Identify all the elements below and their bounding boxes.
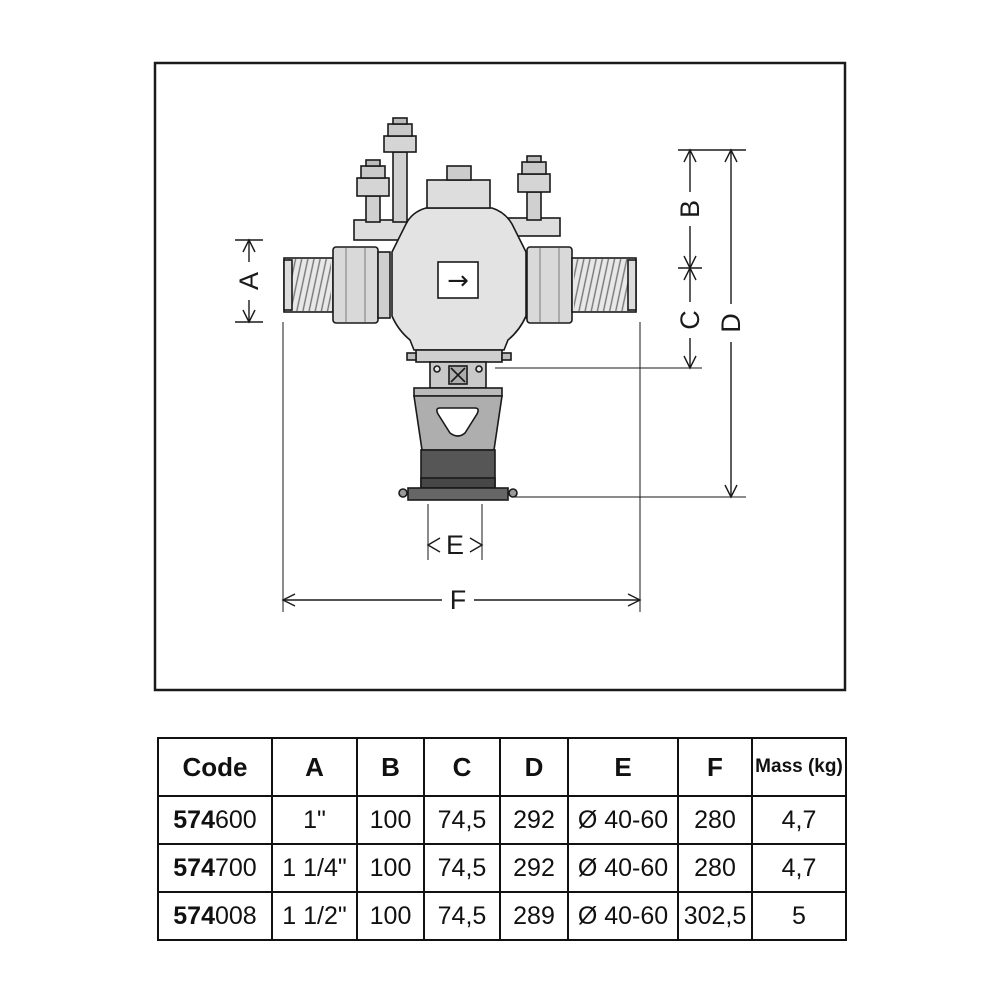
- dimension-C-line: [683, 266, 697, 370]
- cell-a: 1 1/2": [271, 891, 358, 941]
- flow-direction-arrow-icon: →: [447, 266, 469, 296]
- dimension-A-line: [235, 238, 263, 324]
- cell-f: 302,5: [677, 891, 753, 941]
- test-cock-tall-icon: [383, 117, 417, 223]
- left-threaded-connection-icon: [283, 257, 334, 313]
- cell-mass: 4,7: [751, 843, 847, 893]
- cell-a: 1": [271, 795, 358, 845]
- discharge-flange: [406, 349, 512, 363]
- dimension-A-label: A: [234, 272, 264, 290]
- dimension-E-line: [426, 504, 484, 560]
- cell-code: 574008: [157, 891, 273, 941]
- dimension-D-label: D: [716, 313, 746, 333]
- col-header-c: C: [423, 737, 501, 797]
- col-header-f: F: [677, 737, 753, 797]
- dimension-E-label: E: [446, 530, 464, 560]
- dimension-lines: [235, 148, 746, 612]
- code-prefix: 574: [173, 853, 215, 882]
- code-suffix: 008: [215, 901, 257, 930]
- right-threaded-connection-icon: [571, 257, 637, 313]
- cell-d: 289: [499, 891, 569, 941]
- mounting-bracket: [429, 361, 487, 389]
- valve-body: [391, 165, 527, 351]
- cell-d: 292: [499, 795, 569, 845]
- cell-c: 74,5: [423, 891, 501, 941]
- cell-d: 292: [499, 843, 569, 893]
- table-row: 574700 1 1/4" 100 74,5 292 Ø 40-60 280 4…: [157, 843, 847, 893]
- left-union-nut-icon: [332, 246, 391, 324]
- dimension-D-line: [724, 148, 738, 499]
- cell-b: 100: [356, 843, 425, 893]
- specification-table: Code A B C D E F Mass (kg) 574600 1" 100…: [157, 737, 847, 941]
- cell-b: 100: [356, 891, 425, 941]
- col-header-a: A: [271, 737, 358, 797]
- dimension-B-label: B: [675, 200, 705, 218]
- table-row: 574008 1 1/2" 100 74,5 289 Ø 40-60 302,5…: [157, 891, 847, 941]
- test-cock-left-icon: [356, 159, 390, 223]
- col-header-d: D: [499, 737, 569, 797]
- drawing-frame: [153, 61, 847, 692]
- col-header-code: Code: [157, 737, 273, 797]
- cell-c: 74,5: [423, 795, 501, 845]
- cell-mass: 5: [751, 891, 847, 941]
- cell-code: 574700: [157, 843, 273, 893]
- flow-direction-box: [437, 261, 479, 299]
- cell-e: Ø 40-60: [567, 891, 679, 941]
- col-header-b: B: [356, 737, 425, 797]
- code-suffix: 600: [215, 805, 257, 834]
- code-prefix: 574: [173, 901, 215, 930]
- dimension-C-label: C: [675, 310, 705, 330]
- dimension-F-line: [281, 322, 642, 612]
- table-row: 574600 1" 100 74,5 292 Ø 40-60 280 4,7: [157, 795, 847, 845]
- backflow-preventer-valve: [283, 117, 637, 501]
- col-header-mass: Mass (kg): [751, 737, 847, 797]
- cell-mass: 4,7: [751, 795, 847, 845]
- cell-e: Ø 40-60: [567, 843, 679, 893]
- bonnet: [426, 179, 491, 209]
- test-cock-right-icon: [517, 155, 551, 221]
- cell-c: 74,5: [423, 843, 501, 893]
- bonnet-plug: [446, 165, 472, 181]
- cell-f: 280: [677, 795, 753, 845]
- dimension-F-label: F: [450, 585, 467, 615]
- cell-a: 1 1/4": [271, 843, 358, 893]
- code-suffix: 700: [215, 853, 257, 882]
- code-prefix: 574: [173, 805, 215, 834]
- cell-b: 100: [356, 795, 425, 845]
- drain-outlet-icon: [398, 449, 518, 501]
- tundish-funnel-icon: [413, 387, 503, 451]
- table-header-row: Code A B C D E F Mass (kg): [157, 737, 847, 797]
- cell-f: 280: [677, 843, 753, 893]
- cell-e: Ø 40-60: [567, 795, 679, 845]
- col-header-e: E: [567, 737, 679, 797]
- cell-code: 574600: [157, 795, 273, 845]
